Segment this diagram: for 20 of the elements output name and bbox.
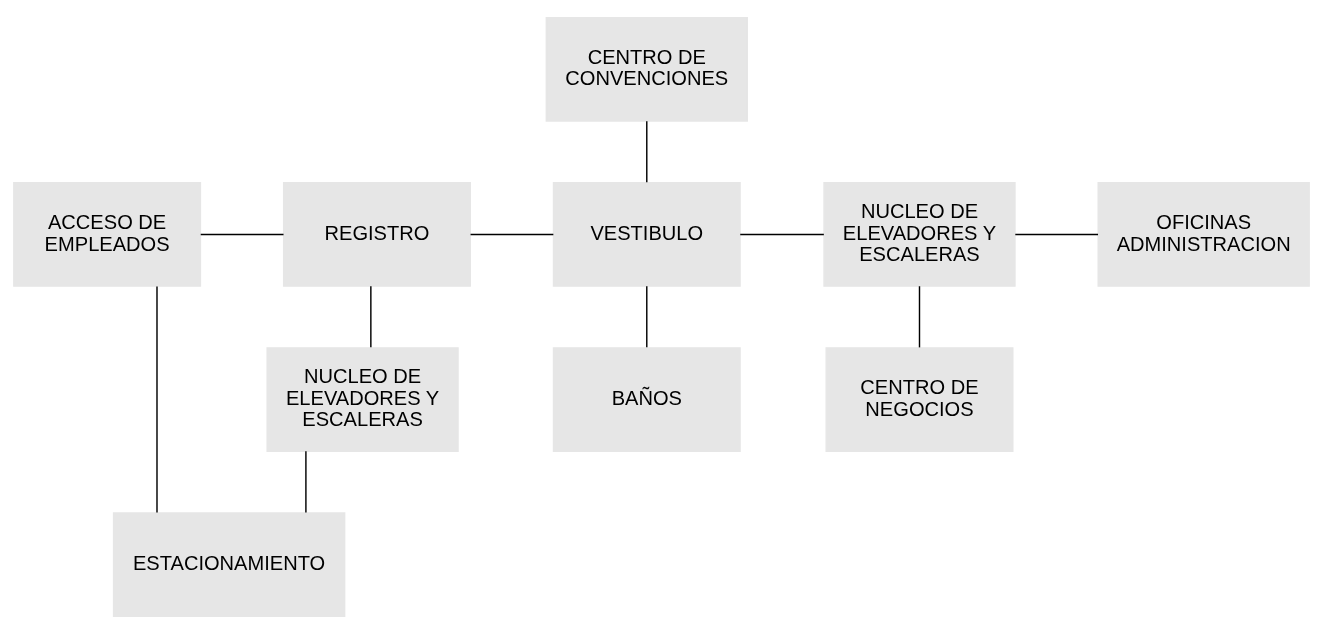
connector: [200, 233, 285, 236]
connector: [739, 233, 825, 236]
node-box: ESTACIONAMIENTO: [112, 512, 346, 617]
connector: [370, 285, 372, 349]
node-box: VESTIBULO: [552, 182, 741, 287]
node-box: CENTRO DE NEGOCIOS: [825, 347, 1014, 452]
connector: [305, 450, 307, 514]
connector: [646, 120, 648, 184]
node-box: NUCLEO DE ELEVADORES Y ESCALERAS: [823, 182, 1016, 287]
connector: [918, 285, 921, 349]
node-box: REGISTRO: [282, 182, 471, 287]
connector: [156, 285, 158, 514]
node-box: NUCLEO DE ELEVADORES Y ESCALERAS: [266, 347, 459, 452]
node-box: ACCESO DE EMPLEADOS: [13, 182, 202, 287]
connector: [646, 285, 648, 349]
connector: [1014, 233, 1099, 236]
node-box: CENTRO DE CONVENCIONES: [545, 17, 748, 122]
node-box: OFICINAS ADMINISTRACION: [1097, 182, 1310, 287]
node-box: BAÑOS: [552, 347, 741, 452]
connector: [469, 233, 555, 236]
